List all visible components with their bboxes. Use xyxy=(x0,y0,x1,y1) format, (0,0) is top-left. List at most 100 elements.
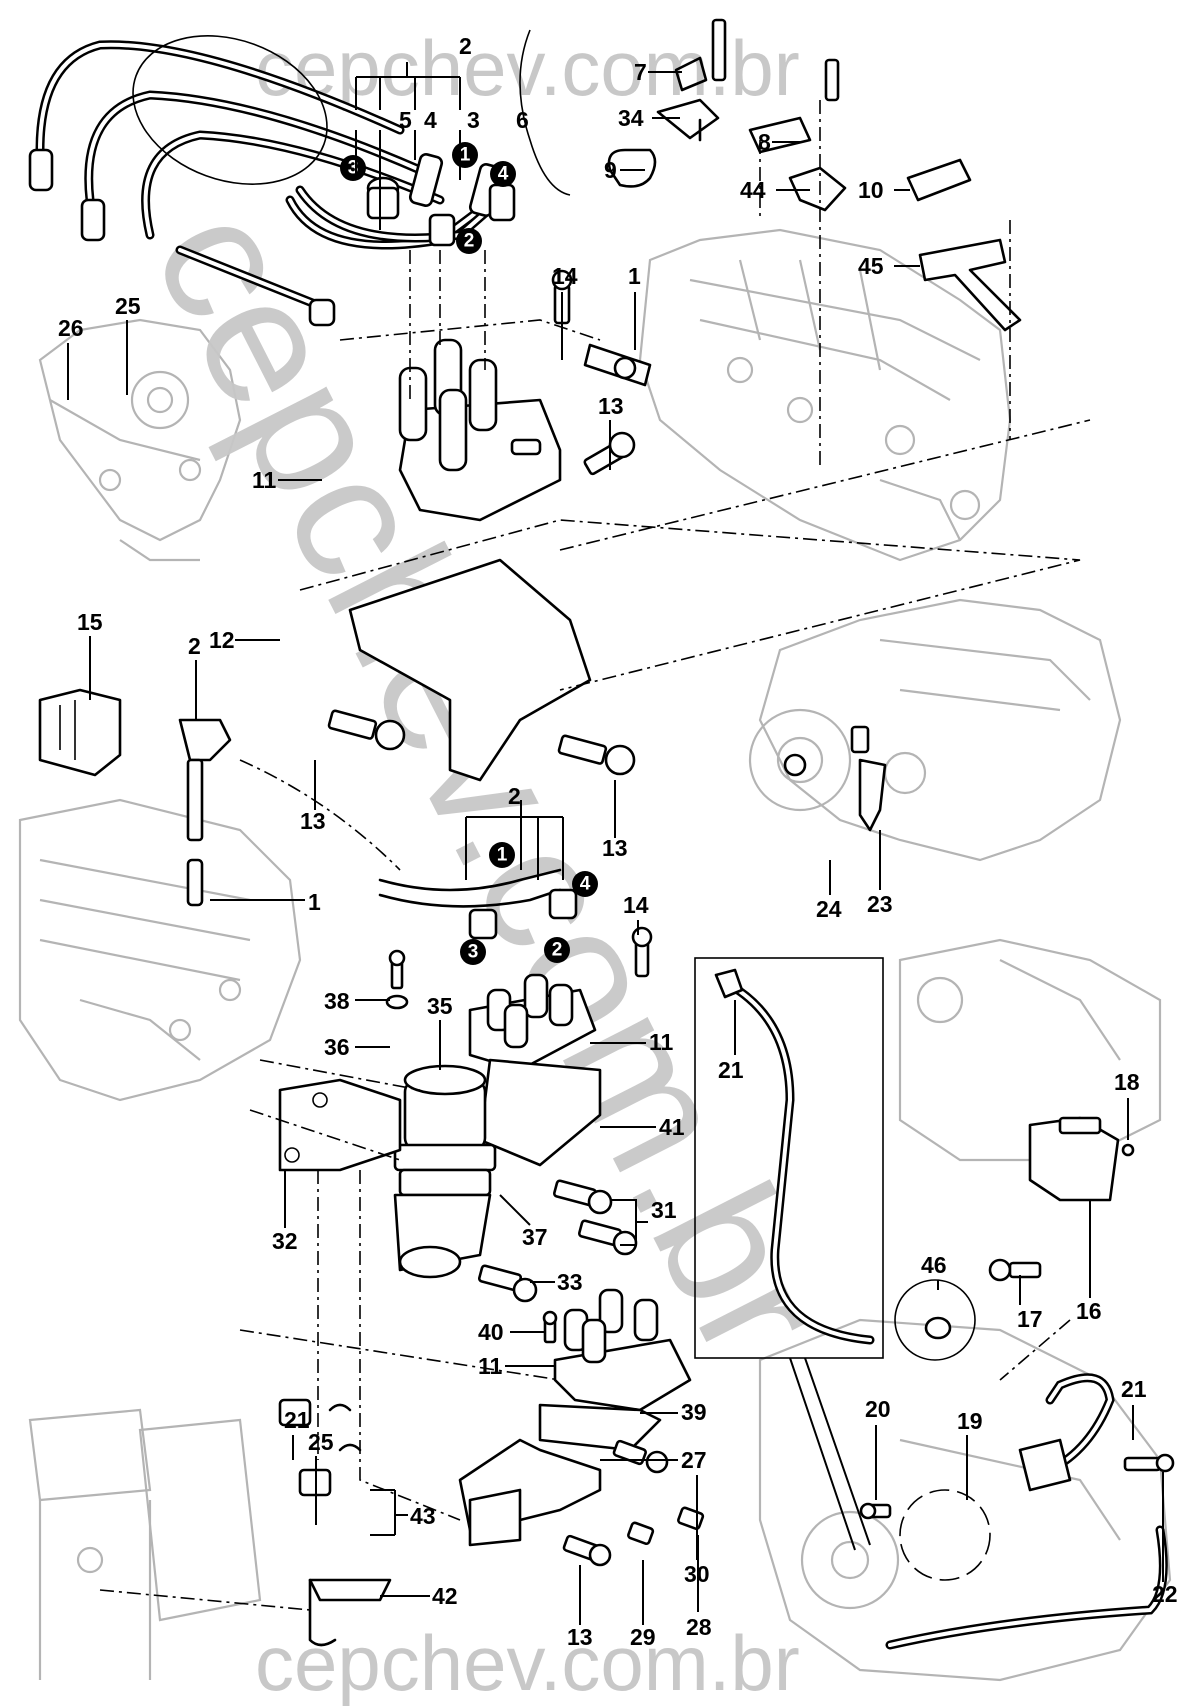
callout-41: 41 xyxy=(659,1114,685,1140)
inset-frame xyxy=(694,957,884,1551)
callout-36: 36 xyxy=(324,1034,350,1060)
callout-25: 25 xyxy=(115,293,141,319)
mounting-plate-32 xyxy=(278,1078,402,1172)
svg-text:3: 3 xyxy=(468,942,479,963)
engine-context-bottom-left xyxy=(28,1408,262,1680)
engine-context-bottom-right xyxy=(758,1318,1172,1682)
cylinder-badges-top: 1 2 3 4 xyxy=(340,142,516,254)
mounting-bracket-12 xyxy=(348,558,592,782)
callout-11-bottom: 11 xyxy=(478,1353,503,1379)
spark-plug-mid-and-wire xyxy=(178,718,401,907)
callout-7: 7 xyxy=(634,59,647,85)
callout-25-bottom: 25 xyxy=(308,1429,334,1455)
svg-text:2: 2 xyxy=(464,231,475,252)
callout-1-mid: 1 xyxy=(308,889,321,915)
coil-plate-39 xyxy=(538,1403,662,1452)
callout-20: 20 xyxy=(865,1396,891,1422)
svg-text:3: 3 xyxy=(348,158,359,179)
callout-14-mid: 14 xyxy=(623,892,649,918)
engine-context-right-bay xyxy=(898,938,1162,1162)
callout-13: 13 xyxy=(598,393,624,419)
callout-38: 38 xyxy=(324,988,350,1014)
callout-46: 46 xyxy=(921,1252,947,1278)
callout-22: 22 xyxy=(1152,1581,1178,1607)
bolts-mid xyxy=(385,926,653,1303)
callout-39: 39 xyxy=(681,1399,707,1425)
callout-30: 30 xyxy=(684,1561,710,1587)
svg-text:1: 1 xyxy=(460,145,471,166)
wire-clips-top-right xyxy=(607,18,1022,332)
callout-27: 27 xyxy=(681,1447,707,1473)
distributor-module-35 xyxy=(393,1064,497,1279)
callout-32: 32 xyxy=(272,1228,298,1254)
callout-13-right: 13 xyxy=(602,835,628,861)
cylinder-badges-mid: 1 2 3 4 xyxy=(460,842,598,965)
callout-5: 5 xyxy=(399,107,412,133)
watermark-bottom: cepchev.com.br xyxy=(255,1619,800,1707)
callout-40: 40 xyxy=(478,1319,504,1345)
ignition-coil-top xyxy=(398,338,562,522)
callout-24: 24 xyxy=(816,896,842,922)
engine-context-top-left xyxy=(38,318,242,562)
support-bracket-27 xyxy=(458,1438,602,1547)
callout-31: 31 xyxy=(651,1197,677,1223)
callout-8: 8 xyxy=(758,129,771,155)
ignition-wire-set-mid xyxy=(378,868,578,940)
callout-21-left: 21 xyxy=(284,1407,310,1433)
callout-11: 11 xyxy=(252,467,277,493)
callout-44: 44 xyxy=(740,177,766,203)
callout-34: 34 xyxy=(618,105,644,131)
bolts-upper xyxy=(327,269,636,776)
svg-text:2: 2 xyxy=(552,940,563,961)
callout-29: 29 xyxy=(630,1624,656,1650)
svg-text:1: 1 xyxy=(497,845,508,866)
callout-35: 35 xyxy=(427,993,453,1019)
callout-group-2-mid xyxy=(465,800,564,880)
callout-4: 4 xyxy=(424,107,437,133)
engine-context-mid-left xyxy=(18,798,302,1102)
callout-6: 6 xyxy=(516,107,529,133)
callout-33: 33 xyxy=(557,1269,583,1295)
spark-plug-top xyxy=(583,343,652,387)
callout-17: 17 xyxy=(1017,1306,1043,1332)
crank-sensor-21 xyxy=(859,1279,1175,1650)
callout-43: 43 xyxy=(410,1503,436,1529)
ignition-coil-mid xyxy=(468,973,597,1072)
callout-26: 26 xyxy=(58,315,84,341)
callout-19: 19 xyxy=(957,1408,983,1434)
callout-labels: 2 5 4 3 6 7 34 8 9 44 10 45 14 1 25 26 1… xyxy=(58,33,1178,1650)
callout-16: 16 xyxy=(1076,1298,1102,1324)
watermark-diagonal: cepchev.com.br xyxy=(115,176,865,1387)
callout-9: 9 xyxy=(604,157,617,183)
callout-2-left: 2 xyxy=(188,633,201,659)
callout-21-inset: 21 xyxy=(718,1057,744,1083)
svg-text:4: 4 xyxy=(498,164,509,185)
engine-context-top-right xyxy=(638,228,1012,562)
callout-3: 3 xyxy=(467,107,480,133)
callout-28: 28 xyxy=(686,1614,712,1640)
callout-14: 14 xyxy=(552,263,578,289)
engine-context-timing-belt xyxy=(748,598,1122,862)
callout-45: 45 xyxy=(858,253,884,279)
cam-sensor-23 xyxy=(783,725,887,832)
callout-1: 1 xyxy=(628,263,641,289)
callout-12: 12 xyxy=(209,627,235,653)
callout-42: 42 xyxy=(432,1583,458,1609)
callout-21-right: 21 xyxy=(1121,1376,1147,1402)
callout-23: 23 xyxy=(867,891,893,917)
callout-18: 18 xyxy=(1114,1069,1140,1095)
callout-13-bottom: 13 xyxy=(567,1624,593,1650)
alignment-lines xyxy=(99,100,1091,1611)
ecu-module-16 xyxy=(988,1116,1135,1282)
callout-37: 37 xyxy=(522,1224,548,1250)
callout-2-mid: 2 xyxy=(508,783,521,809)
callout-group-2-top xyxy=(355,62,461,230)
callout-13-left: 13 xyxy=(300,808,326,834)
ignition-wire-set-top xyxy=(28,29,571,327)
callout-10: 10 xyxy=(858,177,884,203)
insulator-15 xyxy=(38,688,122,777)
svg-text:4: 4 xyxy=(580,874,591,895)
callout-11-mid: 11 xyxy=(649,1029,674,1055)
